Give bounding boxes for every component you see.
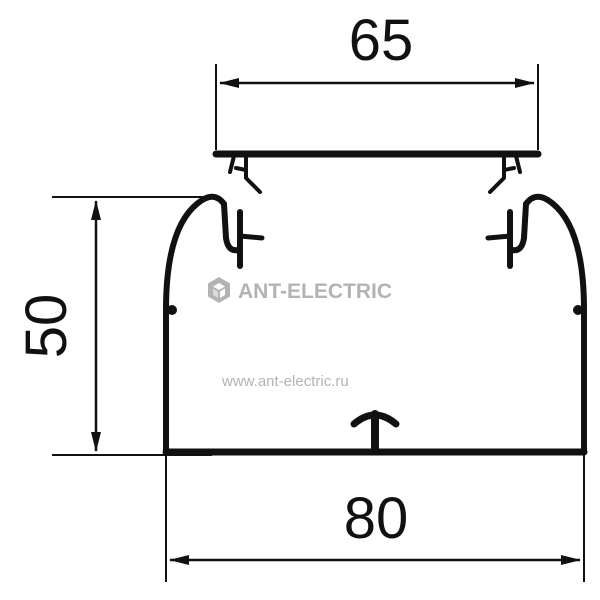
duct-right-wall xyxy=(523,193,587,455)
bottom-dimension-label: 80 xyxy=(344,486,409,551)
left-dimension-label: 50 xyxy=(14,294,79,359)
watermark-brand: ANT-ELECTRIC xyxy=(238,280,392,303)
hexagon-cube-icon xyxy=(208,277,230,303)
left-dimension: 50 xyxy=(14,196,212,456)
cover-right-clip xyxy=(488,154,522,194)
top-dimension-label: 65 xyxy=(349,8,414,73)
top-dimension: 65 xyxy=(215,8,539,150)
left-latch-barb xyxy=(237,233,265,241)
duct-profile xyxy=(162,150,588,456)
duct-left-wall xyxy=(163,193,227,455)
watermark-url: www.ant-electric.ru xyxy=(221,373,349,390)
bottom-dimension: 80 xyxy=(165,455,585,582)
right-wall-rib xyxy=(573,305,583,315)
watermark: ANT-ELECTRIC www.ant-electric.ru xyxy=(208,277,392,390)
right-latch-barb xyxy=(485,233,513,241)
left-latch-hook xyxy=(221,201,241,254)
left-wall-rib xyxy=(167,305,177,315)
cover-left-clip xyxy=(228,154,262,194)
right-latch-hook xyxy=(509,201,529,254)
